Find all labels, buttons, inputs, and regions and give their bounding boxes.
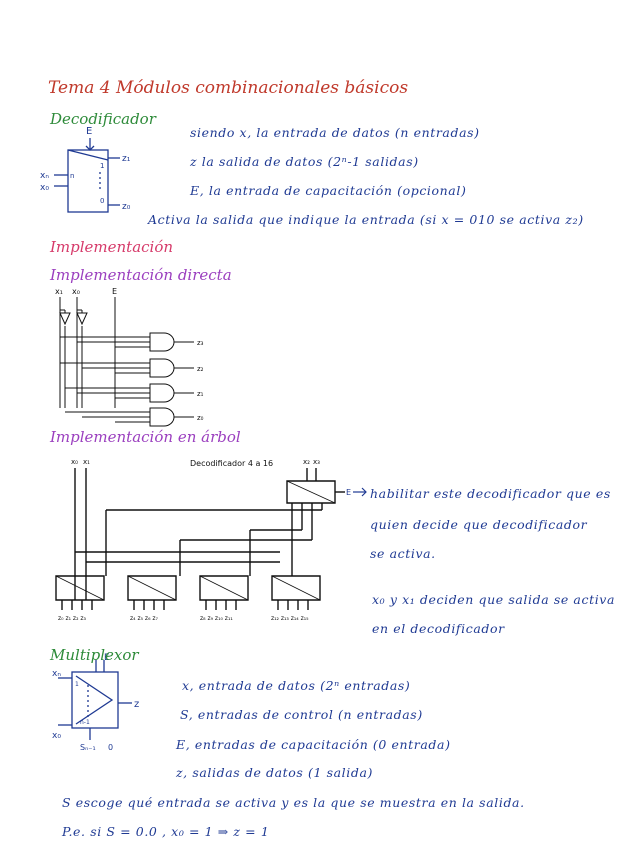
mux-x0-label: x₀ <box>52 731 61 741</box>
tree-outputs-2: z₈ z₉ z₁₀ z₁₁ <box>200 615 233 622</box>
direct-output-z3: z₃ <box>197 339 204 347</box>
tree-impl-heading: Implementación en árbol <box>50 428 241 446</box>
tree-note-3: se activa. <box>370 546 436 561</box>
mux-e-label: E <box>104 653 110 663</box>
and-gate-z1 <box>149 383 175 403</box>
tree-input-x2: x₂ <box>303 458 310 466</box>
decoder-line-1: siendo x, la entrada de datos (n entrada… <box>190 125 480 140</box>
and-gate-z0 <box>149 407 175 427</box>
mux-xn-label: xₙ <box>52 669 61 679</box>
tree-input-x3: x₃ <box>313 458 320 466</box>
mux-pin-top: 1 <box>75 681 79 688</box>
decoder-line-4: Activa la salida que indique la entrada … <box>148 212 584 227</box>
direct-input-x1: x₁ <box>55 287 63 296</box>
tree-note-5: en el decodificador <box>372 621 505 636</box>
mux-line-4: z, salidas de datos (1 salida) <box>176 765 373 780</box>
tree-arrow-icon <box>353 487 367 497</box>
impl-heading: Implementación <box>50 238 174 256</box>
tree-input-x1: x₁ <box>83 458 90 466</box>
tree-outputs-1: z₄ z₅ z₆ z₇ <box>130 615 159 622</box>
tree-note-2: quien decide que decodificador <box>370 517 588 532</box>
mux-line-3: E, entradas de capacitación (0 entrada) <box>176 737 451 752</box>
decoder-box <box>67 149 109 213</box>
mux-pin-bot: n-1 <box>80 719 90 726</box>
direct-input-e: E <box>112 287 117 296</box>
mux-s0-label: 0 <box>108 743 113 752</box>
decoder-z0-label: z₀ <box>122 202 131 212</box>
direct-input-x0: x₀ <box>72 287 80 296</box>
tree-title: Decodificador 4 a 16 <box>190 459 273 468</box>
decoder-heading: Decodificador <box>50 110 156 128</box>
tree-note-4: x₀ y x₁ deciden que salida se activa <box>372 592 616 607</box>
tree-outputs-3: z₁₂ z₁₃ z₁₄ z₁₅ <box>271 615 309 622</box>
tree-outputs-0: z₀ z₁ z₂ z₃ <box>58 615 87 622</box>
direct-output-z2: z₂ <box>197 365 204 373</box>
direct-implementation-circuit <box>59 297 194 427</box>
mux-summary: S escoge qué entrada se activa y es la q… <box>62 795 525 810</box>
decoder-pin-0: 0 <box>100 197 104 205</box>
decoder-block-diagram <box>54 138 120 213</box>
mux-s-label: Sₙ₋₁ <box>80 743 96 752</box>
mux-line-2: S, entradas de control (n entradas) <box>180 707 423 722</box>
page-title: Tema 4 Módulos combinacionales básicos <box>48 78 409 98</box>
mux-triangle <box>75 675 114 725</box>
and-gate-z3 <box>149 332 175 352</box>
decoder-z1-label: z₁ <box>122 154 131 164</box>
mux-block-diagram <box>58 660 132 740</box>
mux-box <box>71 671 119 729</box>
not-gate-x1 <box>59 312 71 326</box>
decoder-xn-label: xₙ <box>40 171 49 181</box>
tree-note-1: habilitar este decodificador que es <box>370 486 611 501</box>
decoder-pin-1: 1 <box>100 162 104 170</box>
tree-e-label: E <box>346 488 351 497</box>
decoder-pin-n: n <box>70 172 74 180</box>
decoder-e-label: E <box>86 126 92 137</box>
decoder-x0-label: x₀ <box>40 183 49 193</box>
direct-impl-heading: Implementación directa <box>50 266 232 284</box>
not-gate-x0 <box>76 312 88 326</box>
tree-input-x0: x₀ <box>71 458 78 466</box>
direct-output-z1: z₁ <box>197 390 204 398</box>
mux-z-label: z <box>134 699 139 710</box>
direct-output-z0: z₀ <box>197 414 204 422</box>
decoder-line-3: E, la entrada de capacitación (opcional) <box>190 183 467 198</box>
decoder-e-arrow <box>85 145 95 151</box>
decoder-diag <box>67 149 109 161</box>
mux-line-1: x, entrada de datos (2ⁿ entradas) <box>182 678 411 693</box>
decoder-line-2: z la salida de datos (2ⁿ-1 salidas) <box>190 154 419 169</box>
tree-implementation-circuit <box>55 468 345 610</box>
mux-heading: Multiplexor <box>50 646 139 664</box>
mux-example: P.e. si S = 0.0 , x₀ = 1 ⇒ z = 1 <box>62 824 270 839</box>
and-gate-z2 <box>149 358 175 378</box>
